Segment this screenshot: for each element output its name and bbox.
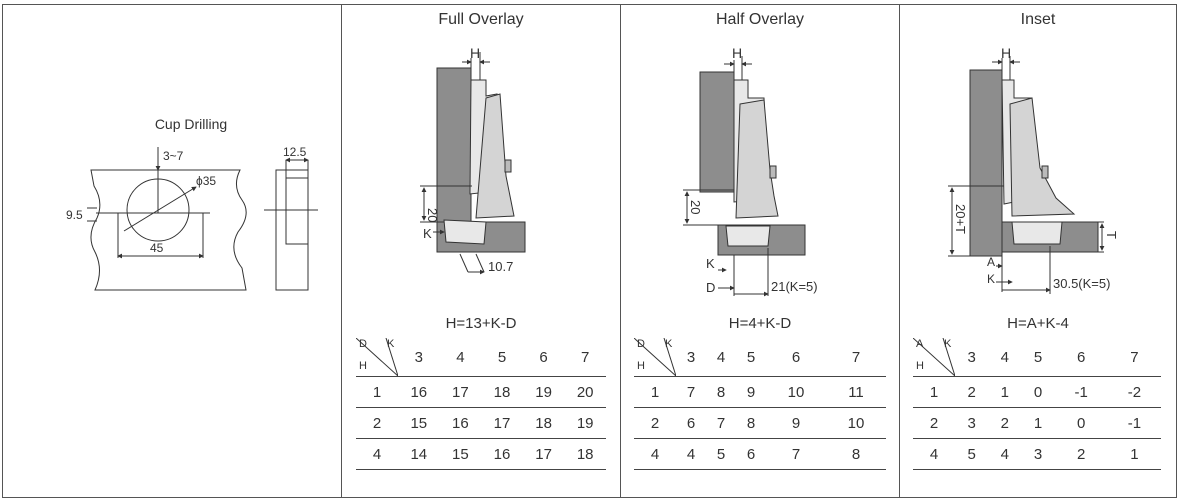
full-overlay-formula: H=13+K-D bbox=[445, 315, 517, 332]
inset-formula: H=A+K-4 bbox=[1007, 315, 1069, 332]
half-overlay-diagram bbox=[683, 56, 806, 297]
cup-diameter-label: ϕ35 bbox=[196, 174, 216, 188]
cup-drilling-diagram bbox=[87, 147, 318, 291]
table-corner: D K H bbox=[634, 338, 676, 376]
full-overlay-dim-k: K bbox=[423, 226, 432, 241]
inset-title: Inset bbox=[1020, 11, 1056, 28]
half-overlay-title: Half Overlay bbox=[715, 11, 805, 28]
full-overlay-diagram bbox=[420, 52, 526, 275]
half-overlay-dim-k: K bbox=[706, 256, 715, 271]
inset-dim-20t: 20+T bbox=[953, 204, 968, 234]
full-overlay-dim-20: 20 bbox=[425, 208, 440, 222]
half-overlay-dim-d: D bbox=[706, 280, 715, 295]
inset-diagram bbox=[948, 56, 1105, 294]
cup-offset-label: 9.5 bbox=[66, 208, 83, 222]
inset-dim-t: T bbox=[1104, 231, 1119, 239]
full-overlay-dim-h: H bbox=[470, 45, 480, 61]
inset-dim-h: H bbox=[1001, 45, 1011, 61]
full-overlay-title: Full Overlay bbox=[438, 11, 524, 28]
inset-panel bbox=[899, 4, 1177, 498]
cup-depth-label: 12.5 bbox=[283, 145, 307, 159]
cup-spacing-label: 45 bbox=[150, 241, 164, 255]
cup-drilling-title: Cup Drilling bbox=[154, 116, 228, 132]
table-corner: A K H bbox=[913, 338, 955, 376]
full-overlay-dim-107: 10.7 bbox=[488, 259, 513, 274]
cup-distance-label: 3~7 bbox=[163, 149, 184, 163]
half-overlay-dim-21: 21(K=5) bbox=[771, 279, 818, 294]
half-overlay-dim-20: 20 bbox=[688, 200, 703, 214]
inset-dim-k: K bbox=[987, 272, 995, 286]
table-corner: D K H bbox=[356, 338, 398, 376]
half-overlay-dim-h: H bbox=[732, 45, 742, 61]
inset-dim-305: 30.5(K=5) bbox=[1053, 276, 1110, 291]
inset-dim-a: A bbox=[987, 255, 995, 269]
half-overlay-formula: H=4+K-D bbox=[728, 315, 792, 332]
